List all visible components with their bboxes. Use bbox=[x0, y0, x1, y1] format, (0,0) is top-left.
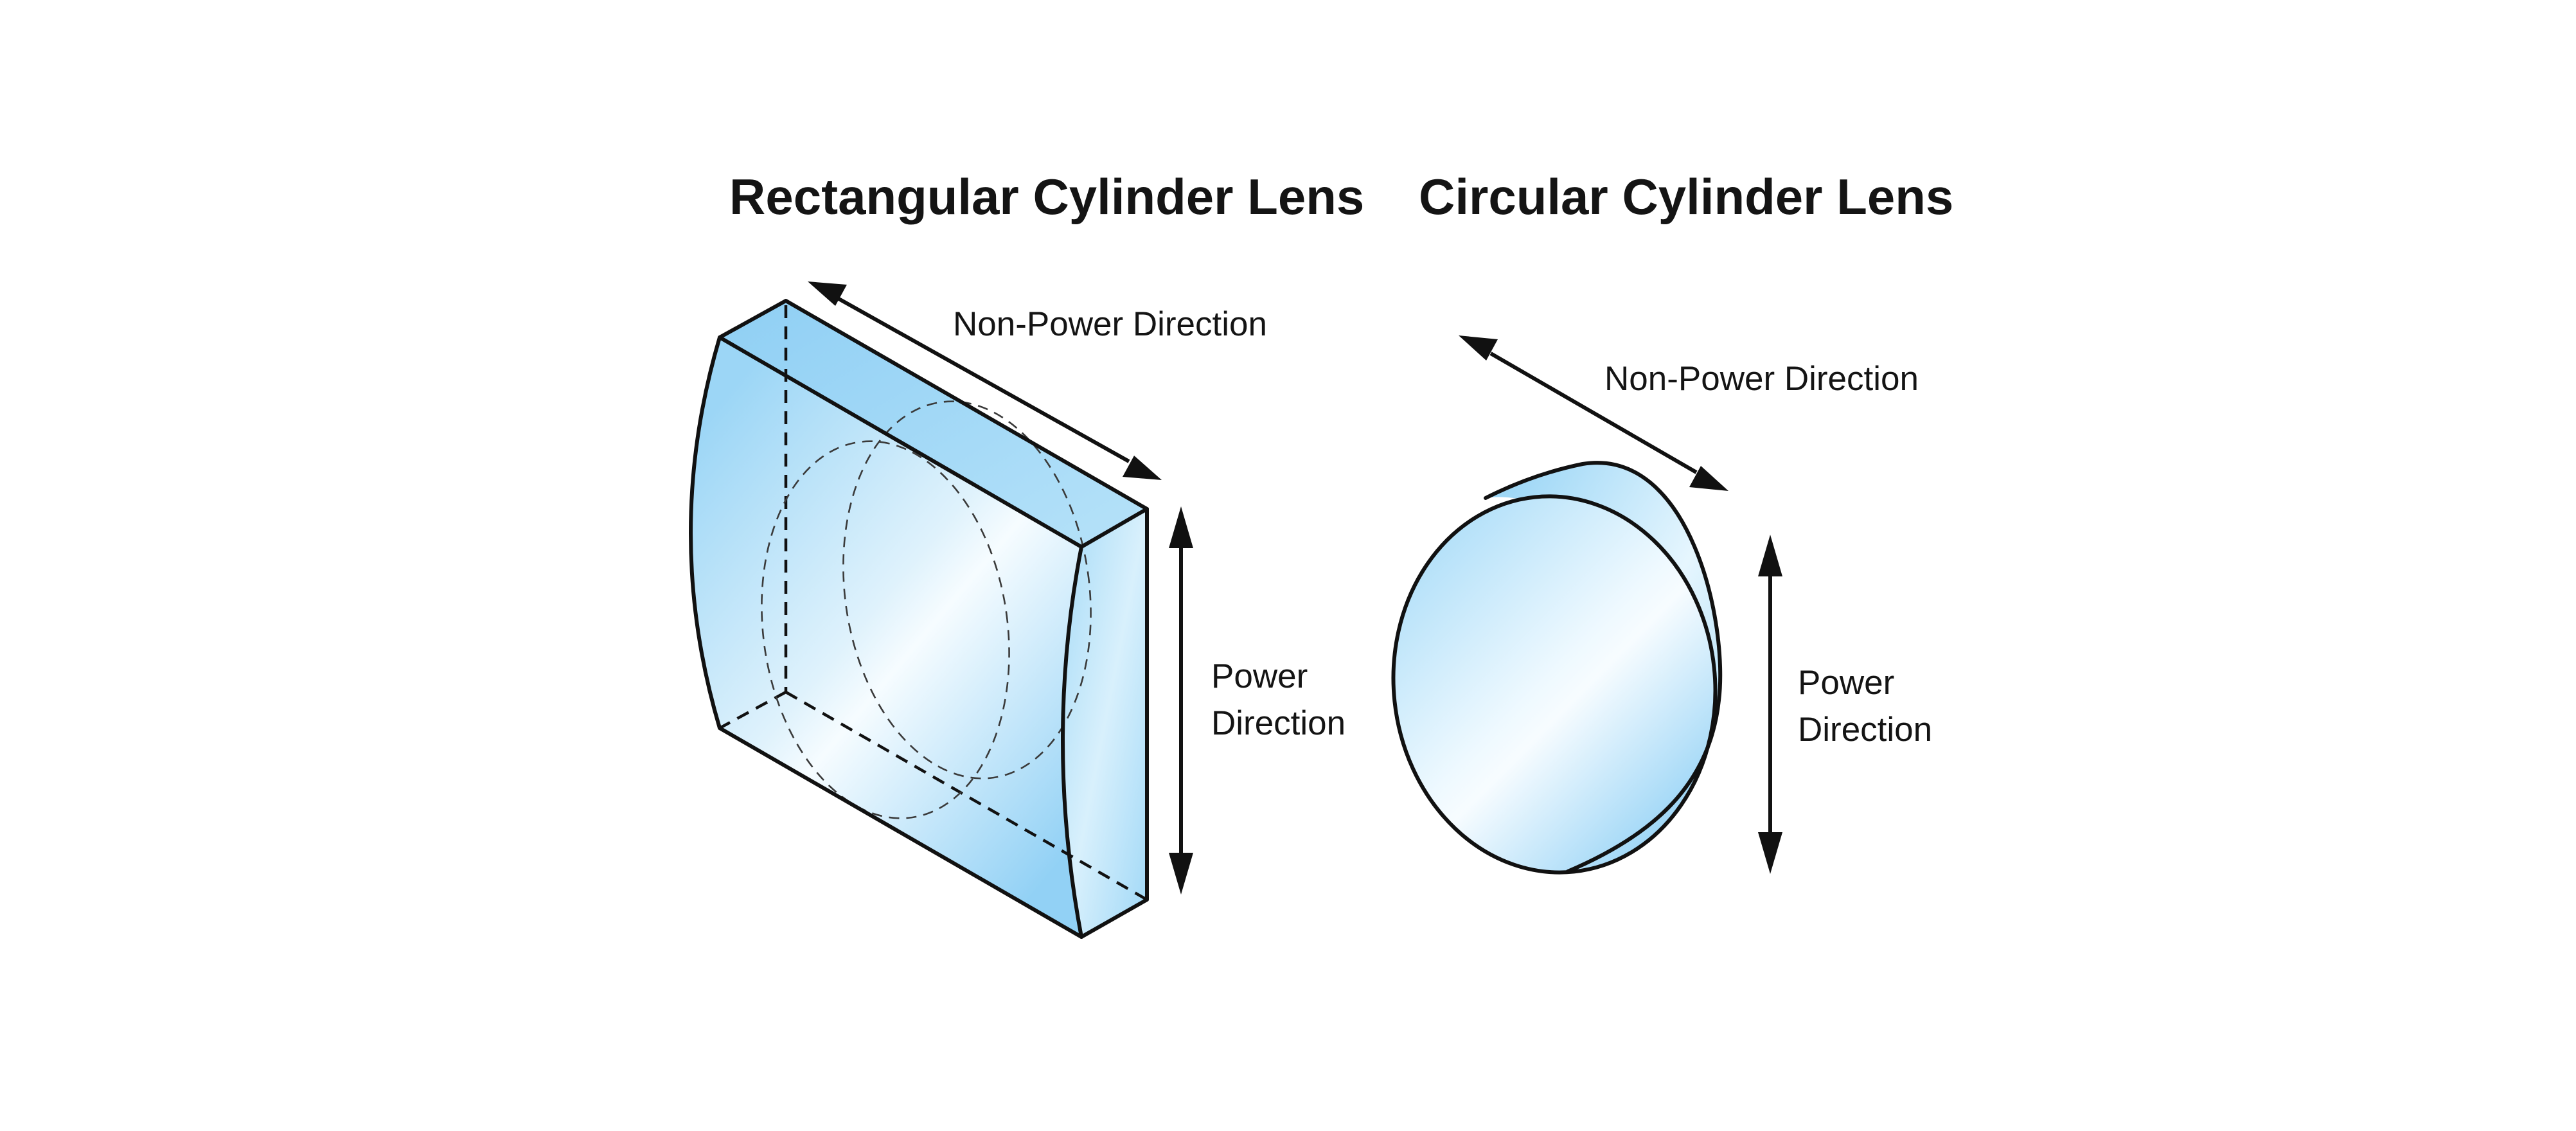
circular-power-label-line2: Direction bbox=[1798, 711, 1932, 749]
circular-lens-outline-rim bbox=[1484, 461, 1723, 873]
rectangular-power-arrow bbox=[1169, 506, 1193, 895]
rectangular-lens-top-face bbox=[720, 301, 1147, 547]
circular-non-power-label: Non-Power Direction bbox=[1604, 360, 1919, 398]
rectangular-lens-dashed-circle-front bbox=[761, 440, 1010, 819]
circular-lens-outline-front bbox=[1391, 494, 1718, 875]
rectangular-lens-body bbox=[689, 299, 1149, 939]
circular-power-label-line1: Power bbox=[1798, 664, 1894, 702]
rectangular-non-power-arrow bbox=[808, 281, 1162, 480]
rectangular-lens-outline-side bbox=[1079, 507, 1149, 939]
circular-lens-body bbox=[1391, 461, 1723, 875]
rectangular-lens-group: Rectangular Cylinder Lens bbox=[689, 168, 1364, 939]
rectangular-lens-side-face bbox=[1063, 509, 1147, 937]
circular-lens-group: Circular Cylinder Lens Non-Power Directi… bbox=[1391, 168, 1953, 875]
rectangular-power-label-line2: Direction bbox=[1211, 704, 1346, 742]
circular-non-power-arrow bbox=[1459, 335, 1728, 491]
rectangular-lens-dashed-circle-back bbox=[842, 400, 1092, 779]
rectangular-power-label-line1: Power bbox=[1211, 657, 1308, 695]
rectangular-lens-hidden-edge-bottom bbox=[785, 691, 1148, 901]
circular-lens-title: Circular Cylinder Lens bbox=[1419, 168, 1953, 225]
rectangular-lens-title: Rectangular Cylinder Lens bbox=[729, 168, 1364, 225]
rectangular-lens-hidden-edge-bottom-left bbox=[718, 691, 787, 729]
circular-power-arrow bbox=[1758, 535, 1782, 874]
rectangular-lens-front-face bbox=[691, 337, 1081, 937]
circular-lens-front-face bbox=[1393, 496, 1716, 873]
rectangular-non-power-label: Non-Power Direction bbox=[953, 305, 1267, 343]
rectangular-lens-outline-front bbox=[689, 335, 1083, 939]
